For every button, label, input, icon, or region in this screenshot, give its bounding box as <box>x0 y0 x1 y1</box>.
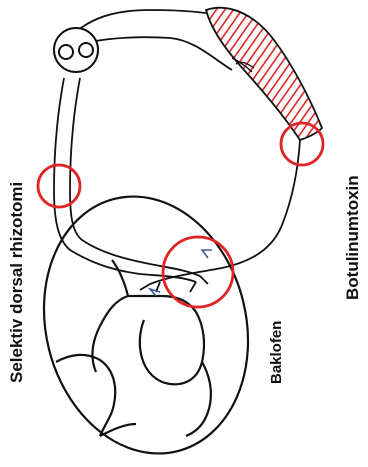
label-botulinum: Botulinumtoxin <box>343 175 362 300</box>
dorsal-root-ganglion <box>54 28 98 72</box>
label-baclofen: Baklofen <box>268 321 285 384</box>
synapse-arrows <box>150 250 212 296</box>
nerve-lower-strand <box>90 37 232 70</box>
ganglion-cell-right <box>79 43 93 57</box>
intervention-markers <box>38 123 323 307</box>
marker-rhizotomy <box>38 165 80 207</box>
arrow-right <box>202 250 212 258</box>
nerve-right-return <box>150 140 300 284</box>
muscle <box>206 8 322 140</box>
ganglion-cell-left <box>59 45 73 59</box>
nerve-left-inner <box>70 78 200 276</box>
muscle-body <box>206 8 322 140</box>
label-rhizotomy: Selektiv dorsal rhizotomi <box>7 182 26 383</box>
